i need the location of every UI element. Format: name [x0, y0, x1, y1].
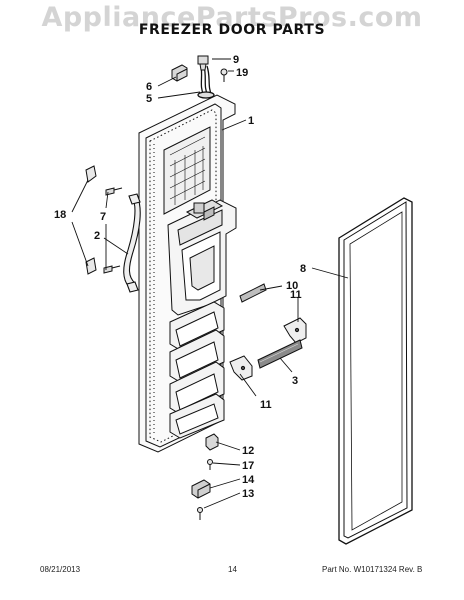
leader-lines — [71, 58, 349, 509]
callout-1: 1 — [248, 115, 254, 127]
callout-3: 3 — [292, 375, 298, 387]
callout-14: 14 — [242, 474, 255, 486]
screw-19 — [220, 68, 228, 82]
light-lens-3 — [257, 339, 303, 369]
callout-7: 7 — [100, 211, 106, 223]
callout-11-upper: 11 — [290, 289, 302, 301]
hinge-pin — [197, 55, 209, 71]
footer-part-number: Part No. W10171324 Rev. B — [322, 565, 423, 574]
dispenser-housing — [167, 199, 237, 316]
callout-10: 10 — [286, 280, 298, 292]
screw-17 — [207, 459, 213, 470]
door-gasket — [338, 197, 413, 545]
callout-labels: 9 19 6 5 1 7 18 2 8 10 11 3 11 12 17 14 … — [54, 54, 306, 500]
callout-9: 9 — [233, 54, 239, 66]
watermark-text: AppliancePartsPros.com — [41, 2, 423, 33]
callout-18: 18 — [54, 209, 66, 221]
page-title: FREEZER DOOR PARTS — [138, 22, 326, 38]
callout-12: 12 — [242, 445, 254, 457]
hinge-bracket-12 — [205, 433, 219, 451]
wire-connector — [171, 64, 188, 82]
door-shelves — [169, 301, 225, 439]
callout-5: 5 — [146, 93, 152, 105]
bracket-11-lower — [229, 355, 253, 381]
trim-strip-10 — [239, 283, 267, 303]
callout-6: 6 — [146, 81, 152, 93]
callout-13: 13 — [242, 488, 254, 500]
bracket-11-upper — [283, 317, 307, 344]
callout-8: 8 — [300, 263, 306, 275]
hinge-14 — [191, 479, 211, 499]
handle-end-caps — [85, 165, 97, 275]
callout-19: 19 — [236, 67, 248, 79]
callout-2: 2 — [94, 230, 100, 242]
wire-harness — [197, 65, 215, 99]
door-handle — [123, 193, 141, 293]
footer-date: 08/21/2013 — [40, 565, 81, 574]
callout-11-lower: 11 — [260, 399, 272, 411]
callout-17: 17 — [242, 460, 254, 472]
screw-13 — [197, 507, 203, 520]
footer-page-number: 14 — [228, 565, 237, 574]
